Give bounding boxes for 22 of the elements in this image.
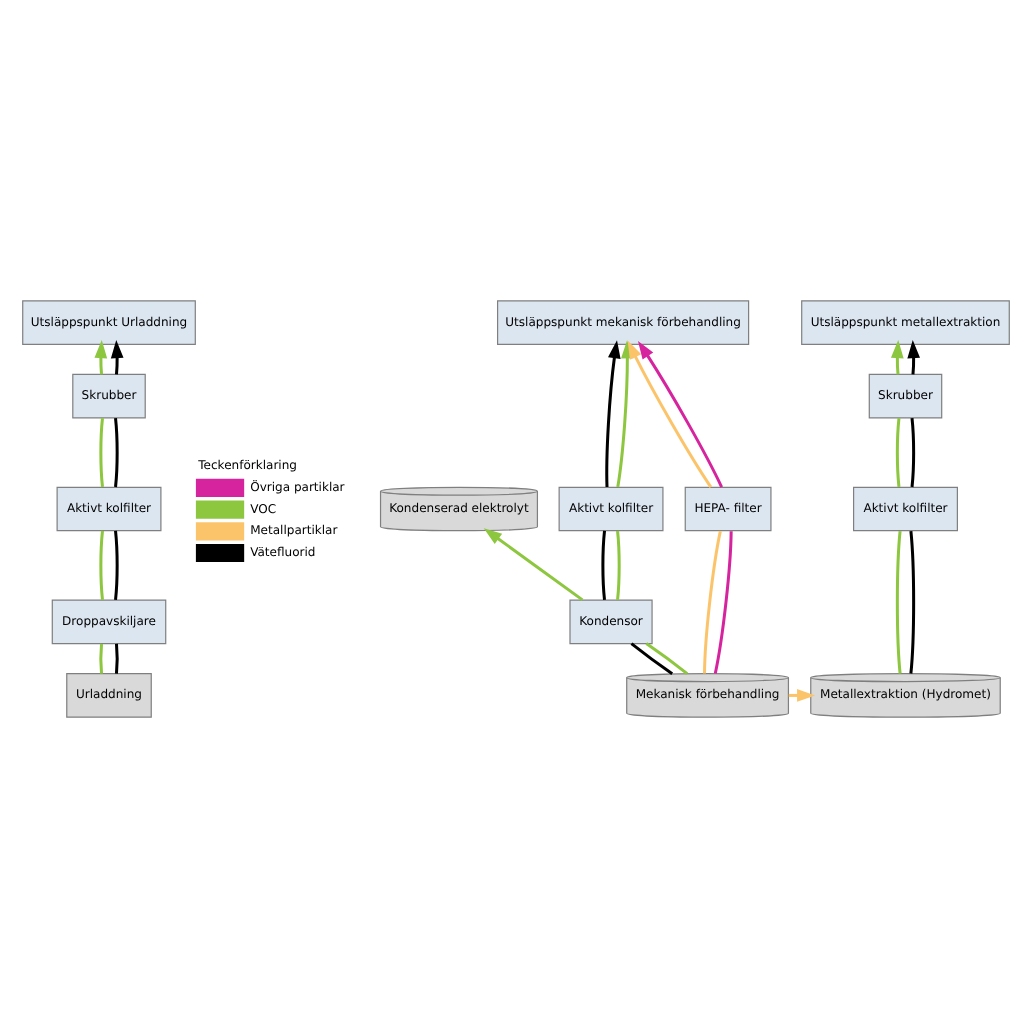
arrow	[907, 339, 921, 374]
connector	[630, 641, 674, 674]
connector	[645, 641, 689, 674]
connector	[616, 529, 621, 599]
arrow	[94, 339, 108, 374]
arrow	[483, 527, 584, 601]
connector	[909, 530, 916, 673]
connector	[703, 529, 722, 673]
connector	[99, 642, 104, 673]
connector	[114, 529, 119, 599]
connector	[713, 530, 733, 673]
connector	[99, 529, 104, 599]
connector	[99, 416, 104, 487]
arrow	[890, 339, 904, 374]
connector	[114, 416, 119, 487]
connector	[895, 416, 901, 487]
connector	[114, 642, 119, 673]
connector	[895, 530, 902, 673]
arrow	[110, 339, 124, 374]
arrow	[605, 339, 621, 487]
connector	[910, 416, 916, 487]
connector	[601, 529, 607, 599]
